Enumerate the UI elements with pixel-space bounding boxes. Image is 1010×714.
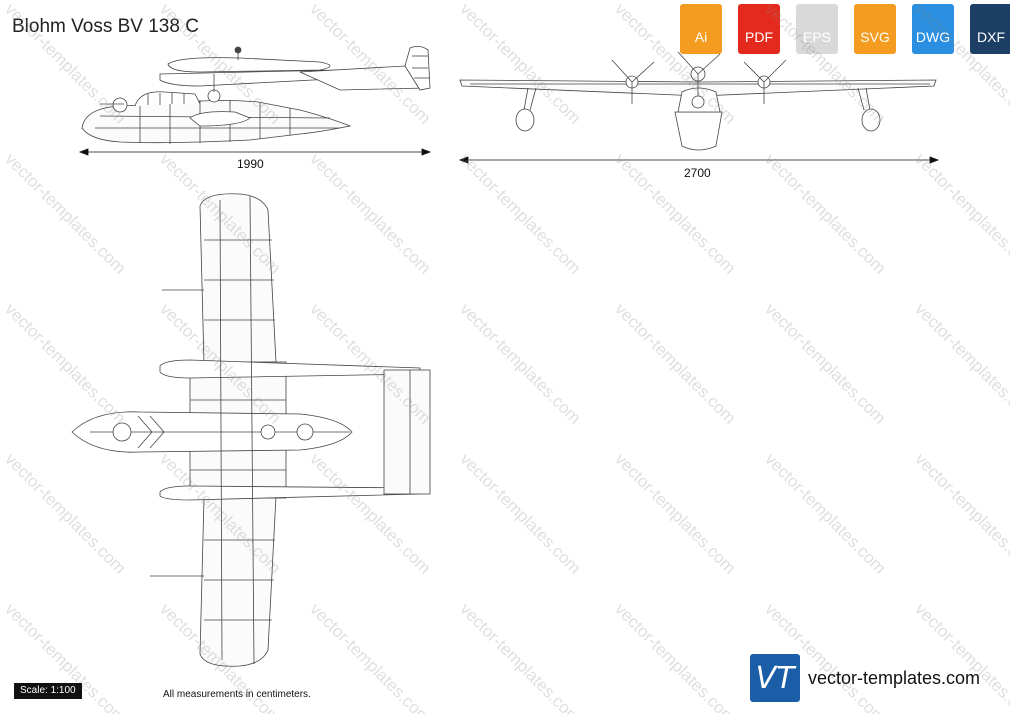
format-svg-icon[interactable]: SVG bbox=[850, 4, 900, 56]
side-length-dimension: 1990 bbox=[237, 157, 264, 171]
top-view bbox=[71, 193, 431, 667]
format-eps-label: EPS bbox=[802, 29, 831, 45]
format-dxf-label: DXF bbox=[977, 29, 1005, 45]
front-view bbox=[459, 51, 937, 151]
format-pdf-icon[interactable]: PDF bbox=[734, 4, 784, 56]
format-pdf-sheet bbox=[738, 4, 780, 54]
format-dwg-sheet bbox=[912, 4, 954, 54]
format-icons: Ai PDF EPS SVG DWG DXF bbox=[676, 4, 1010, 56]
page-title: Blohm Voss BV 138 C bbox=[12, 16, 199, 37]
format-ai-icon[interactable]: Ai bbox=[676, 4, 726, 56]
format-dwg-label: DWG bbox=[915, 29, 951, 45]
format-svg-sheet bbox=[854, 4, 896, 54]
format-dxf-icon[interactable]: DXF bbox=[966, 4, 1010, 56]
format-dxf-sheet bbox=[970, 4, 1010, 54]
format-ai-label: Ai bbox=[694, 29, 708, 45]
side-view bbox=[81, 46, 431, 144]
format-eps-icon[interactable]: EPS bbox=[792, 4, 842, 56]
format-pdf-label: PDF bbox=[745, 29, 773, 45]
scale-badge: Scale: 1:100 bbox=[14, 683, 82, 699]
brand[interactable]: VT vector-templates.com bbox=[750, 654, 980, 702]
brand-site[interactable]: vector-templates.com bbox=[808, 667, 981, 688]
format-dwg-icon[interactable]: DWG bbox=[908, 4, 958, 56]
front-span-dimension: 2700 bbox=[684, 166, 711, 180]
format-eps-sheet bbox=[796, 4, 838, 54]
format-ai-sheet bbox=[680, 4, 722, 54]
format-svg-label: SVG bbox=[860, 29, 890, 45]
brand-logo-icon: VT bbox=[750, 654, 800, 702]
dimension-lines bbox=[78, 148, 940, 164]
measurement-note: All measurements in centimeters. bbox=[163, 689, 311, 700]
